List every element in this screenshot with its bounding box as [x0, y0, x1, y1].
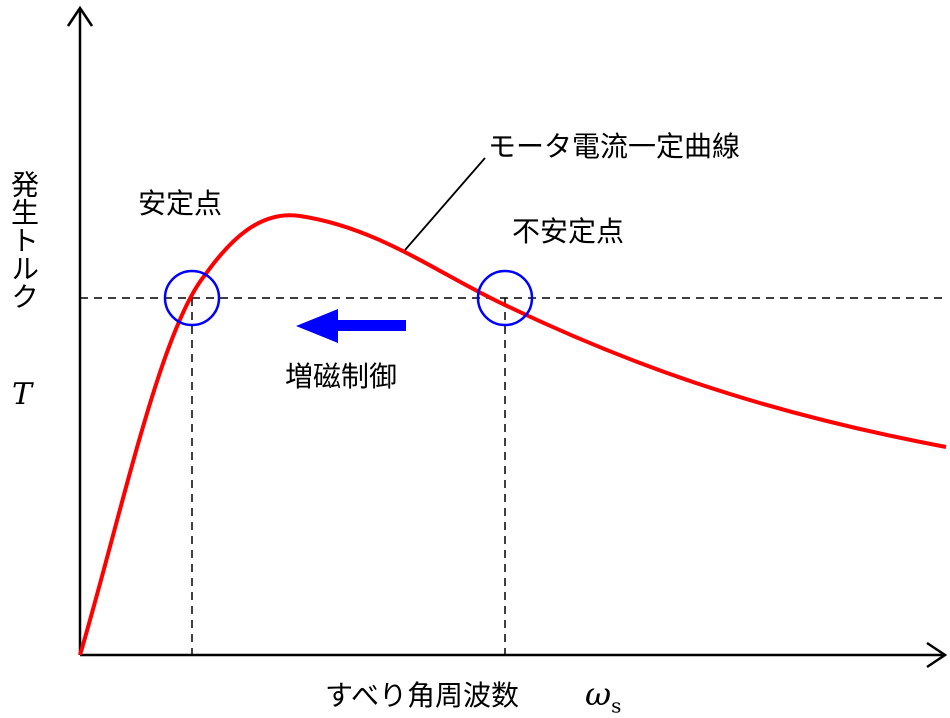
axes	[66, 5, 948, 669]
x-axis-label: すべり角周波数	[325, 679, 520, 712]
control-arrow-label: 増磁制御	[285, 360, 398, 393]
y-axis-arrowhead	[66, 5, 94, 27]
x-axis-symbol-subscript: s	[611, 693, 622, 718]
unstable-point-marker	[476, 269, 534, 327]
stable-point-marker	[163, 269, 221, 327]
curve-label: モータ電流一定曲線	[488, 130, 741, 163]
control-arrow	[296, 309, 406, 343]
unstable-point-label: 不安定点	[512, 215, 625, 248]
motor-current-constant-curve	[78, 213, 947, 656]
curve-label-leader	[404, 157, 486, 251]
control-arrow-head	[296, 309, 338, 343]
y-axis-label: 発生トルク	[7, 170, 40, 310]
stable-point-label: 安定点	[138, 187, 223, 220]
x-axis-arrowhead	[926, 641, 948, 669]
control-arrow-shaft	[328, 320, 406, 331]
dashed-guides	[80, 297, 948, 655]
y-axis-symbol: T	[12, 377, 33, 412]
x-axis-symbol: ωs	[585, 675, 622, 718]
